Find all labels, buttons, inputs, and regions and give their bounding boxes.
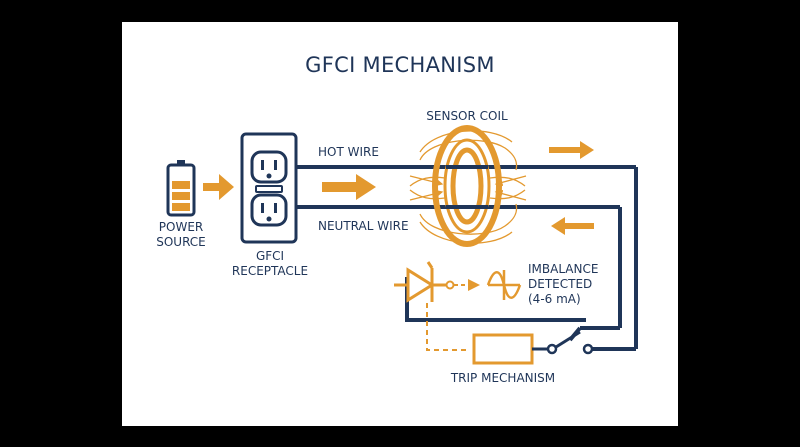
imbalance-label-line1: IMBALANCE [528,262,598,276]
trip-signal-line [426,303,470,351]
outlet-icon [240,132,298,244]
hot-return-arrow-icon [549,141,594,159]
power-source-label-line1: POWER [159,220,203,234]
trip-mechanism-box [472,333,534,365]
coil-icon [409,125,527,247]
power-source-label-line2: SOURCE [156,235,206,249]
current-flow-arrow-icon [322,174,376,200]
switch-icon [546,330,594,355]
neutral-wire-label: NEUTRAL WIRE [318,219,409,233]
trip-mechanism-label: TRIP MECHANISM [450,371,555,385]
receptacle-label-line2: RECEPTACLE [232,264,308,278]
battery-icon [166,160,196,217]
diode-icon [394,261,446,303]
neutral-return-arrow-icon [551,217,594,235]
imbalance-label-line2: DETECTED [528,277,592,291]
receptacle-label-line1: GFCI [256,249,284,263]
imbalance-label-line3: (4-6 mA) [528,292,581,306]
diode-node [445,280,455,290]
sine-wave-icon [486,270,522,300]
diagram-title: GFCI MECHANISM [305,53,495,77]
hot-wire-label: HOT WIRE [318,145,379,159]
power-flow-arrow-icon [203,174,234,200]
sensor-coil-label: SENSOR COIL [426,109,508,123]
